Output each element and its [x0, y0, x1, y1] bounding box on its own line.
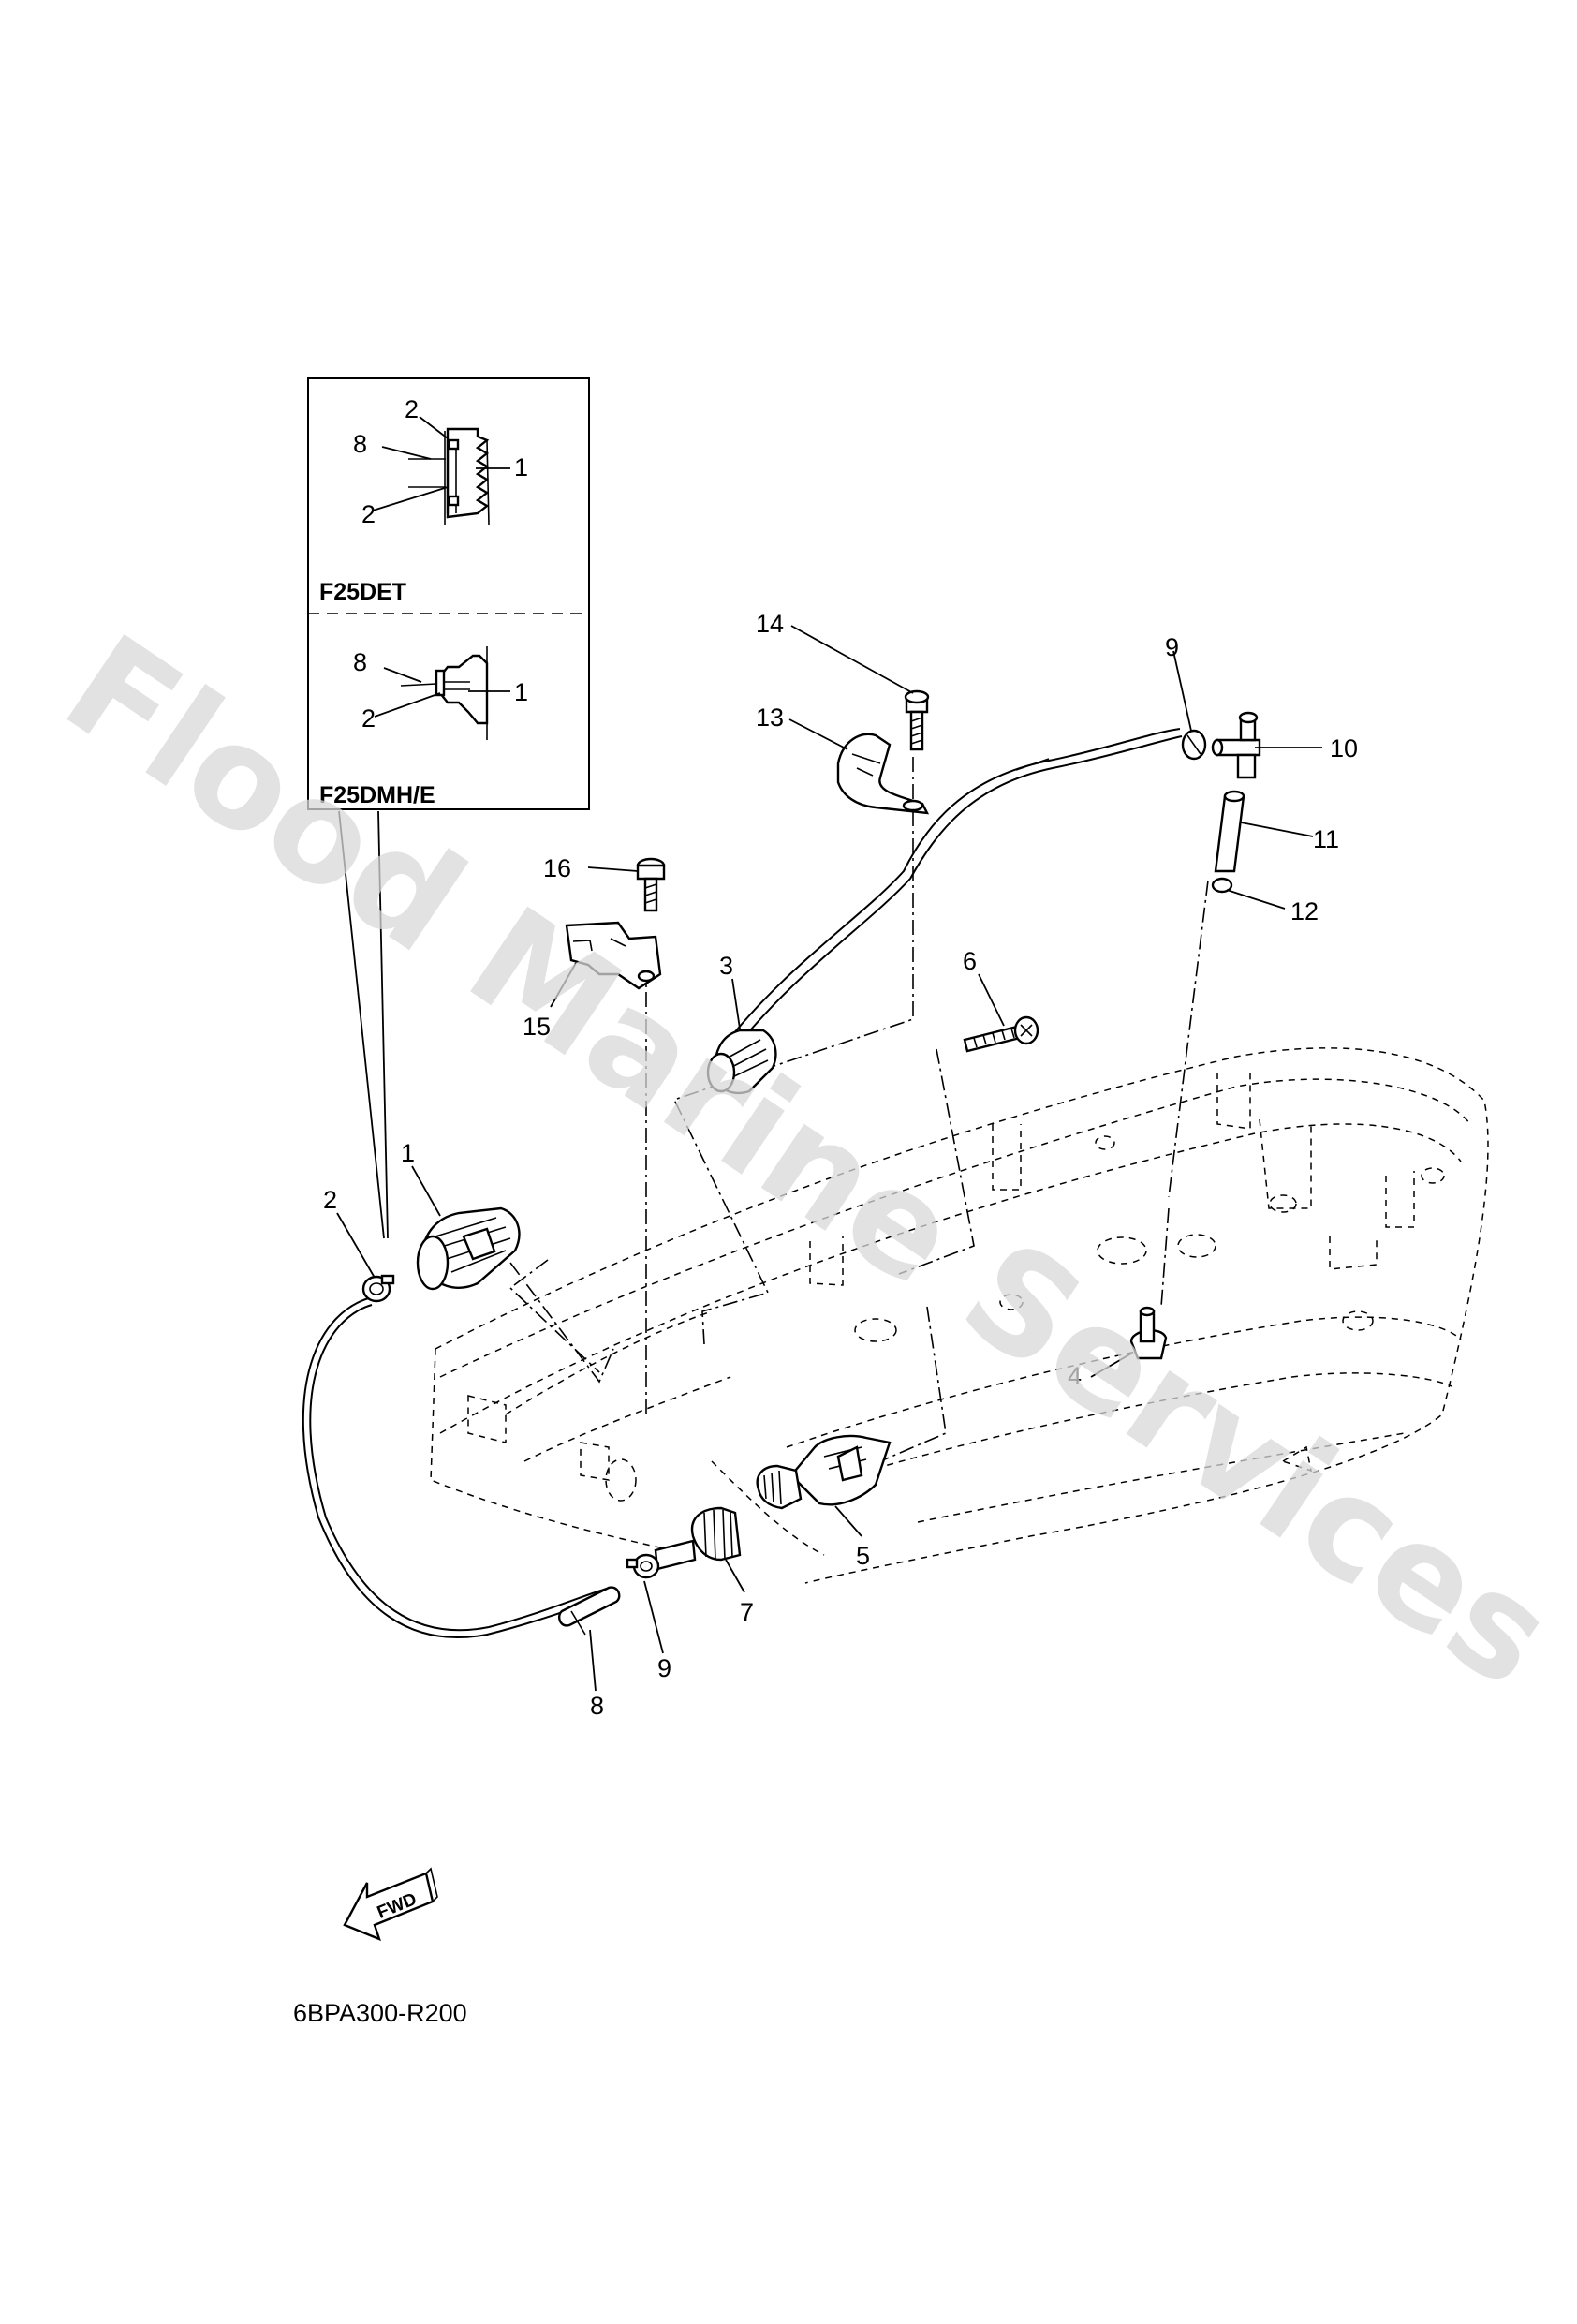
part-5-flush-connector — [756, 1434, 892, 1510]
part-7-cap — [654, 1506, 742, 1571]
part-8-hose-end — [558, 1586, 621, 1636]
callout-2: 2 — [323, 1186, 337, 1214]
part-1-grommet — [416, 1206, 521, 1291]
callout-8: 8 — [590, 1692, 604, 1720]
callout-13: 13 — [756, 703, 784, 732]
inset-grommet-f25det — [408, 427, 490, 525]
watermark: Flood Marine Services — [37, 605, 1577, 1719]
callout-15: 15 — [523, 1013, 551, 1041]
part-12-clip — [1211, 877, 1233, 894]
callout-5: 5 — [856, 1542, 870, 1570]
callout-1: 1 — [514, 678, 528, 706]
part-4-fitting — [1129, 1306, 1168, 1360]
callout-9: 9 — [657, 1654, 671, 1682]
part-14-bolt — [904, 689, 930, 751]
part-10-t-joint — [1211, 711, 1261, 779]
callout-1: 1 — [401, 1139, 415, 1167]
callout-8: 8 — [353, 648, 367, 676]
callout-1: 1 — [514, 453, 528, 481]
part-2-clip — [361, 1274, 395, 1303]
callout-8: 8 — [353, 430, 367, 458]
callout-14: 14 — [756, 610, 784, 638]
callout-3: 3 — [719, 952, 733, 980]
callout-9: 9 — [1165, 633, 1179, 661]
inset-panel: 2 8 1 2 F25DET 8 1 2 F25DMH/E — [307, 377, 590, 810]
part-9-clip-upper — [1181, 729, 1207, 761]
callout-10: 10 — [1330, 734, 1358, 762]
callout-2: 2 — [405, 395, 419, 423]
part-9-clip-lower — [626, 1553, 660, 1579]
callout-11: 11 — [1313, 825, 1339, 853]
callout-6: 6 — [963, 947, 977, 975]
callout-16: 16 — [543, 854, 571, 882]
part-3-grommet — [706, 1029, 777, 1095]
fwd-arrow-icon: FWD — [343, 1867, 438, 1942]
callout-2: 2 — [361, 500, 376, 528]
part-11-hose — [1214, 790, 1245, 873]
part-13-clamp — [836, 733, 930, 815]
inset-grommet-f25dmh — [400, 646, 489, 740]
bottom-cowling — [430, 1047, 1489, 1584]
diagram-code: 6BPA300-R200 — [293, 1999, 467, 2027]
part-6-screw — [963, 1015, 1039, 1053]
callout-4: 4 — [1068, 1362, 1082, 1390]
inset-model-f25dmh: F25DMH/E — [319, 782, 435, 808]
callout-7: 7 — [740, 1598, 754, 1626]
part-15-bracket — [565, 921, 662, 990]
part-16-bolt — [636, 857, 666, 912]
inset-model-f25det: F25DET — [319, 579, 406, 605]
callout-12: 12 — [1290, 897, 1319, 925]
callout-2: 2 — [361, 704, 376, 733]
